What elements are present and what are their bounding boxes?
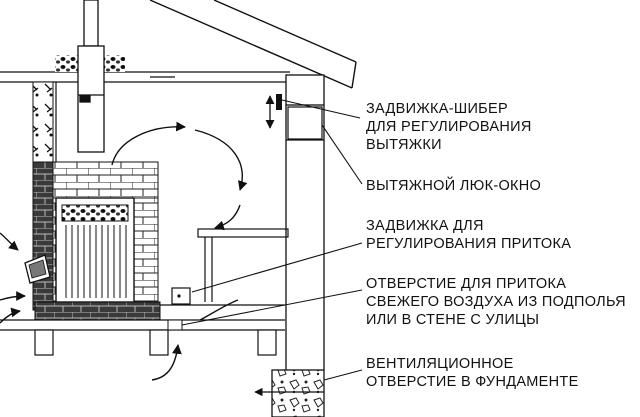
exhaust-hatch-window — [287, 106, 323, 140]
label-line: ВЕНТИЛЯЦИОННОЕ — [366, 356, 514, 372]
floor-supports — [34, 329, 277, 356]
label-line: ДЛЯ РЕГУЛИРОВАНИЯ — [366, 119, 532, 135]
label-line: ВЫТЯЖНОЙ ЛЮК-ОКНО — [366, 178, 542, 194]
label-line: ВЫТЯЖКИ — [366, 137, 442, 153]
label-exhaust-hatch: ВЫТЯЖНОЙ ЛЮК-ОКНО — [366, 177, 541, 195]
intake-damper — [171, 287, 191, 305]
left-wall-bricks — [32, 161, 54, 311]
label-intake-opening: ОТВЕРСТИЕ ДЛЯ ПРИТОКА СВЕЖЕГО ВОЗДУХА ИЗ… — [366, 275, 626, 329]
label-foundation-vent: ВЕНТИЛЯЦИОННОЕ ОТВЕРСТИЕ В ФУНДАМЕНТЕ — [366, 355, 579, 391]
ceiling — [0, 71, 290, 83]
airflow-arrows — [0, 121, 248, 381]
bench — [197, 228, 289, 302]
label-line: ЗАДВИЖКА ДЛЯ — [366, 218, 484, 234]
exhaust-damper — [265, 94, 282, 129]
label-line: СВЕЖЕГО ВОЗДУХА ИЗ ПОДПОЛЬЯ — [366, 294, 626, 310]
chimney-pipe — [77, 0, 105, 153]
label-line: РЕГУЛИРОВАНИЯ ПРИТОКА — [366, 236, 572, 252]
label-intake-damper: ЗАДВИЖКА ДЛЯ РЕГУЛИРОВАНИЯ ПРИТОКА — [366, 217, 571, 253]
left-wall-insulation — [32, 81, 54, 163]
stove-foundation — [34, 301, 161, 321]
label-line: ОТВЕРСТИЕ В ФУНДАМЕНТЕ — [366, 374, 579, 390]
roof — [149, 0, 357, 89]
right-wall — [271, 74, 325, 417]
label-line: ИЛИ В СТЕНЕ С УЛИЦЫ — [366, 312, 540, 328]
label-exhaust-damper: ЗАДВИЖКА-ШИБЕР ДЛЯ РЕГУЛИРОВАНИЯ ВЫТЯЖКИ — [366, 100, 532, 154]
stove — [24, 197, 135, 303]
leader-lines — [181, 99, 363, 381]
stove-brick-enclosure-top — [52, 161, 159, 199]
label-line: ЗАДВИЖКА-ШИБЕР — [366, 101, 508, 117]
label-line: ОТВЕРСТИЕ ДЛЯ ПРИТОКА — [366, 276, 567, 292]
